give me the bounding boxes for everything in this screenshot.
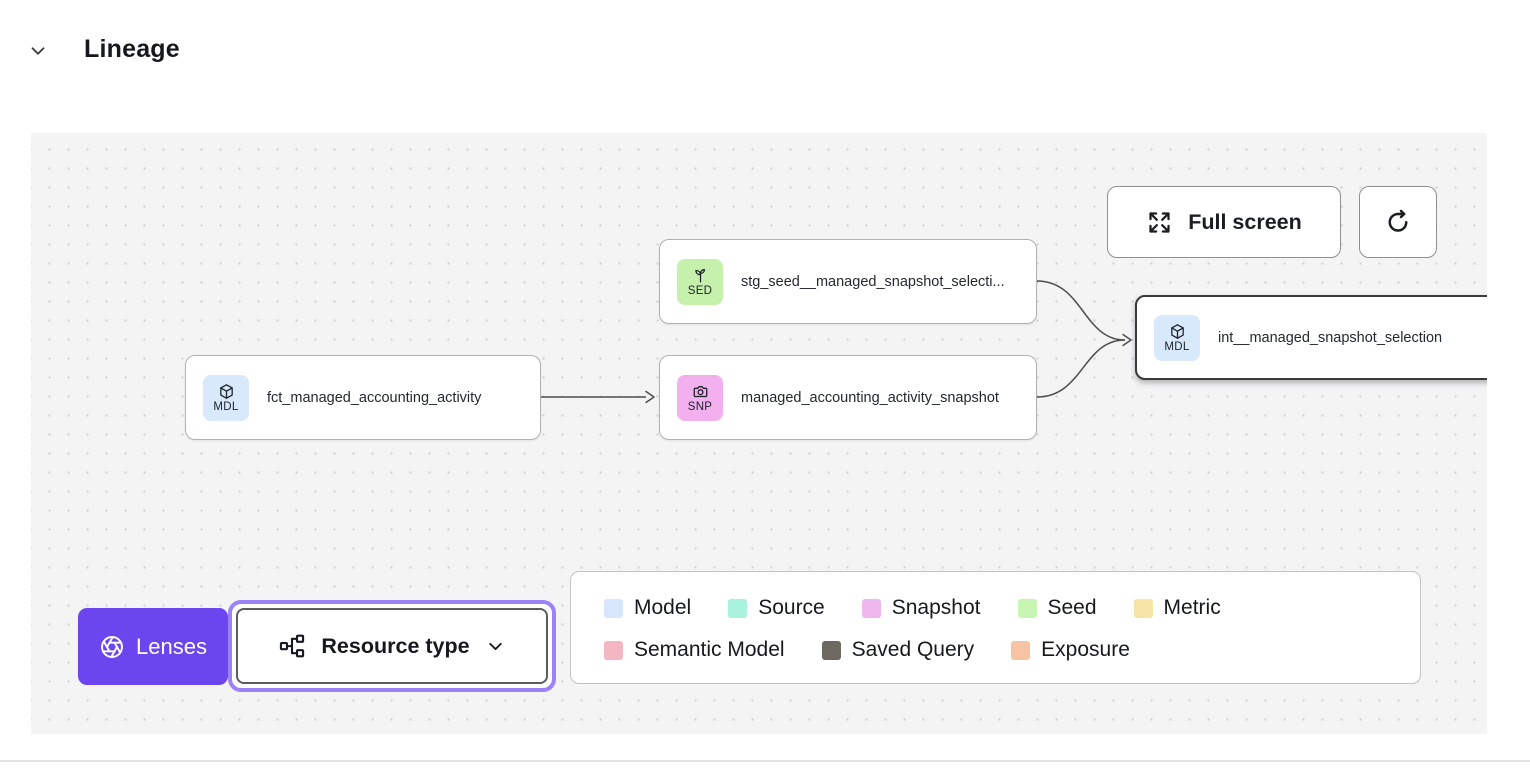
cube-icon [1170, 323, 1184, 339]
expand-icon [1149, 211, 1170, 233]
legend-box: Model Source Snapshot Seed Metric [570, 571, 1421, 684]
chevron-down-icon [31, 47, 45, 55]
legend-swatch [604, 640, 623, 660]
legend-label: Exposure [1041, 638, 1130, 661]
lineage-node-fct[interactable]: MDL fct_managed_accounting_activity [185, 355, 541, 440]
node-label: managed_accounting_activity_snapshot [741, 389, 999, 406]
legend-swatch [1011, 640, 1031, 660]
page-title: Lineage [84, 35, 180, 63]
lenses-button[interactable]: Lenses [78, 608, 228, 685]
legend-item-model: Model [604, 596, 691, 620]
node-label: fct_managed_accounting_activity [267, 389, 482, 406]
legend-row-2: Semantic Model Saved Query Exposure [604, 635, 1387, 665]
refresh-icon [1388, 209, 1408, 232]
legend-swatch [604, 598, 623, 618]
legend-swatch [861, 598, 881, 618]
legend-item-exposure: Exposure [1011, 638, 1130, 662]
full-screen-label: Full screen [1188, 209, 1302, 234]
node-label: stg_seed__managed_snapshot_selecti... [741, 273, 1005, 290]
lineage-node-stg-seed[interactable]: SED stg_seed__managed_snapshot_selecti..… [659, 239, 1037, 324]
legend-item-semantic-model: Semantic Model [604, 638, 785, 662]
resource-type-dropdown[interactable]: Resource type [228, 600, 556, 692]
legend-label: Seed [1047, 596, 1097, 619]
chevron-down-icon [488, 642, 502, 650]
legend-swatch [1017, 598, 1037, 618]
legend-item-source: Source [728, 596, 825, 620]
legend-label: Model [634, 596, 692, 619]
lineage-canvas[interactable]: Full screen SED stg_seed__managed_snapsh… [31, 133, 1487, 734]
legend-label: Saved Query [851, 638, 975, 661]
model-badge: MDL [203, 374, 249, 421]
lenses-label: Lenses [136, 633, 207, 659]
resource-type-label: Resource type [321, 633, 470, 658]
lineage-node-int-selected[interactable]: MDL int__managed_snapshot_selection [1135, 295, 1487, 380]
node-label: int__managed_snapshot_selection [1218, 329, 1443, 346]
camera-icon [693, 385, 707, 397]
legend-swatch [1133, 598, 1153, 618]
cube-icon [219, 383, 233, 399]
lineage-header: Lineage [0, 0, 1530, 100]
legend-label: Source [758, 596, 825, 619]
bottom-divider [0, 760, 1530, 762]
model-badge: MDL [1154, 314, 1200, 361]
badge-code: SED [687, 284, 713, 297]
lineage-node-snapshot[interactable]: SNP managed_accounting_activity_snapshot [659, 355, 1037, 440]
collapse-section-button[interactable] [27, 40, 49, 62]
snapshot-badge: SNP [677, 374, 723, 421]
legend-item-seed: Seed [1017, 596, 1097, 620]
badge-code: SNP [687, 400, 713, 413]
seed-icon [694, 268, 705, 283]
seed-badge: SED [677, 258, 723, 305]
legend-item-snapshot: Snapshot [861, 596, 981, 620]
legend-swatch [728, 598, 748, 618]
legend-label: Metric [1163, 596, 1221, 619]
refresh-button[interactable] [1359, 186, 1437, 258]
full-screen-button[interactable]: Full screen [1107, 186, 1341, 258]
legend-row-1: Model Source Snapshot Seed Metric [604, 593, 1387, 623]
badge-code: MDL [213, 400, 239, 413]
resource-graph-icon [280, 634, 305, 658]
legend-swatch [821, 640, 841, 660]
legend-label: Snapshot [891, 596, 981, 619]
aperture-icon [101, 635, 123, 658]
legend-item-saved-query: Saved Query [821, 638, 975, 662]
legend-item-metric: Metric [1133, 596, 1221, 620]
badge-code: MDL [1164, 340, 1190, 353]
resource-type-dropdown-inner: Resource type [236, 608, 548, 684]
legend-label: Semantic Model [634, 638, 785, 661]
